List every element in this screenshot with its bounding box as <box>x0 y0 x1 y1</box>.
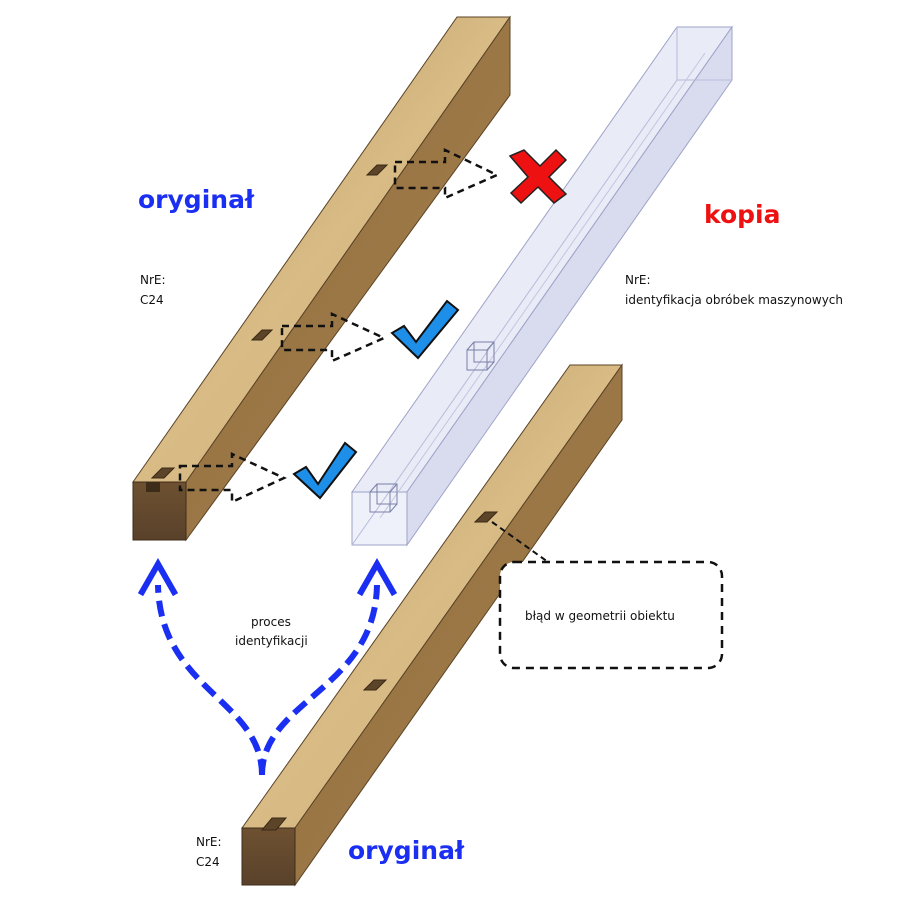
check-icon <box>390 299 460 360</box>
process-label-line1: proces <box>251 615 291 629</box>
nre-top-title: NrE: <box>140 273 166 287</box>
dashed-arrow-icon <box>178 452 287 504</box>
error-callout <box>491 521 724 670</box>
original-label-bottom: oryginał <box>348 836 465 865</box>
copy-label: kopia <box>704 200 781 229</box>
original-beam-bottom <box>241 363 623 887</box>
original-label-top: oryginał <box>138 185 255 214</box>
process-arrowheads <box>137 557 398 597</box>
nre-bottom-title: NrE: <box>196 835 222 849</box>
nre-bottom-value: C24 <box>196 855 220 869</box>
check-icon <box>292 441 358 500</box>
dashed-arrow-icon <box>393 148 500 200</box>
error-note: błąd w geometrii obiektu <box>525 609 675 623</box>
dashed-arrow-icon <box>280 312 388 363</box>
original-beam-top <box>132 15 511 542</box>
nre-top-value: C24 <box>140 293 164 307</box>
curved-dashed-arrow-icon <box>155 584 380 776</box>
nre-copy-title: NrE: <box>625 273 651 287</box>
cross-icon <box>508 148 568 205</box>
process-label-line2: identyfikacji <box>235 634 308 648</box>
nre-copy-value: identyfikacja obróbek maszynowych <box>625 293 843 307</box>
copy-beam <box>351 25 733 547</box>
